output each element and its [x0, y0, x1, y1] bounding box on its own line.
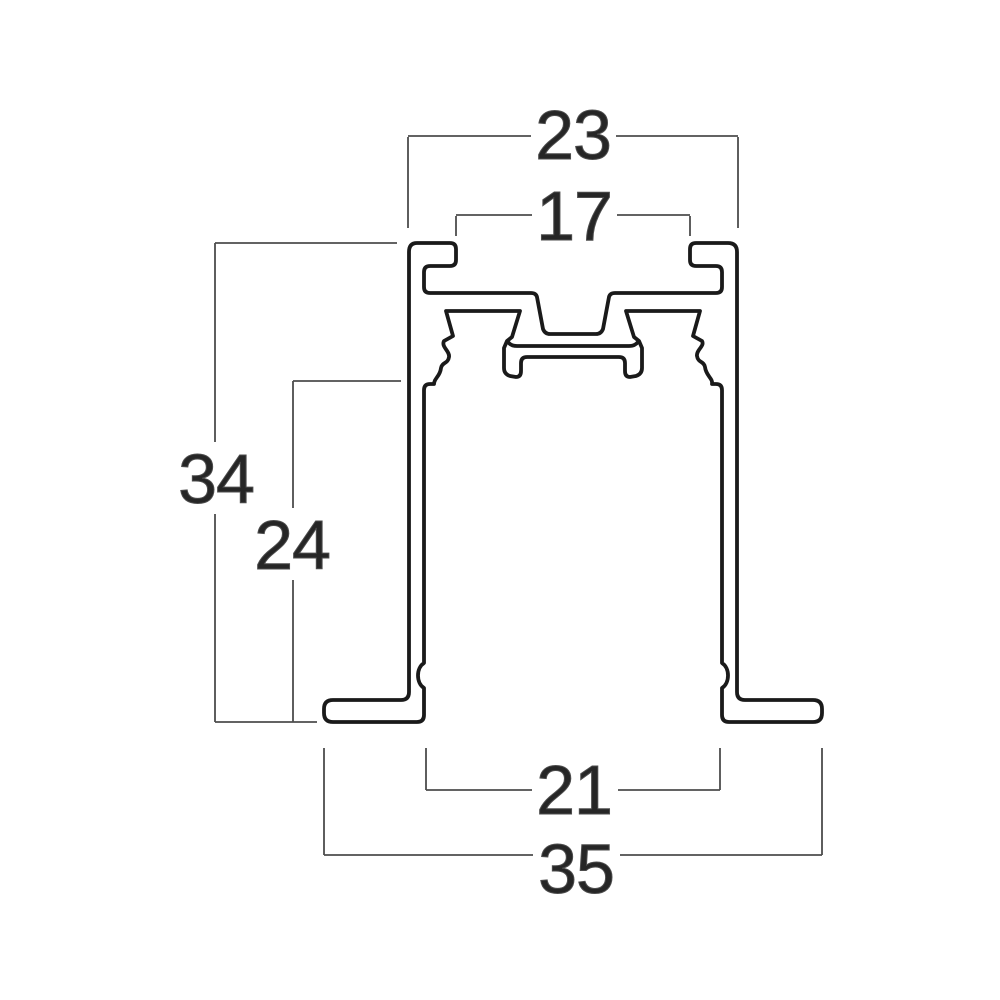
profile-plate-top-line	[506, 340, 640, 348]
profile-outline	[322, 241, 824, 724]
dimension-top-outer-width: 23	[407, 96, 739, 228]
dimension-inner-height: 24	[254, 380, 401, 722]
dim-label-top-inner-width: 17	[536, 177, 612, 255]
dimension-line	[292, 380, 401, 722]
dimension-line	[214, 242, 397, 723]
dim-label-total-height: 34	[178, 440, 254, 518]
dimension-line	[407, 135, 739, 228]
dimension-line	[425, 748, 721, 791]
dimension-line	[323, 748, 823, 856]
profile-outline-group	[322, 241, 824, 724]
dim-label-bottom-outer-width: 35	[538, 830, 614, 908]
dimension-total-height: 34	[178, 242, 397, 723]
dim-label-inner-height: 24	[254, 506, 330, 584]
dimension-bottom-outer-width: 35	[323, 748, 823, 909]
dimension-top-inner-width: 17	[455, 177, 691, 256]
dim-label-top-outer-width: 23	[535, 96, 611, 174]
dimension-line	[455, 214, 691, 236]
dimension-bottom-inner-width: 21	[425, 748, 721, 830]
dim-label-bottom-inner-width: 21	[536, 751, 612, 829]
